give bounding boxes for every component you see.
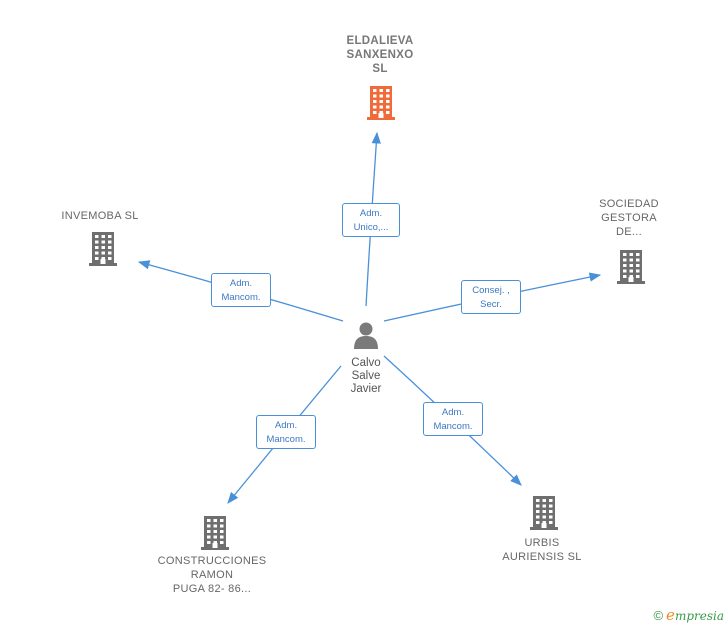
company-name-line: AURIENSIS SL <box>502 551 582 563</box>
company-name-line: SL <box>372 63 388 75</box>
role-line: Adm. <box>229 278 253 289</box>
role-line: Mancom. <box>266 434 306 445</box>
edge-label-eldalieva[interactable]: Adm. Unico,... <box>342 203 400 237</box>
company-name-line: ELDALIEVA <box>346 35 414 47</box>
role-line: Secr. <box>480 299 502 310</box>
edge-label-construcciones[interactable]: Adm. Mancom. <box>256 415 316 449</box>
building-icon[interactable] <box>615 248 647 289</box>
company-label-invemoba[interactable]: INVEMOBA SL <box>40 209 160 223</box>
role-line: Consej. , <box>472 285 510 296</box>
building-icon[interactable] <box>365 84 397 125</box>
company-label-construcciones[interactable]: CONSTRUCCIONES RAMON PUGA 82- 86... <box>142 554 282 596</box>
company-label-eldalieva[interactable]: ELDALIEVA SANXENXO SL <box>320 34 440 76</box>
person-name-line: Salve <box>351 370 381 382</box>
role-line: Unico,... <box>353 222 389 233</box>
person-name-line: Calvo <box>351 357 381 369</box>
company-name-line: INVEMOBA SL <box>61 210 139 222</box>
person-icon[interactable] <box>351 320 381 350</box>
role-line: Adm. <box>359 208 383 219</box>
edge-label-invemoba[interactable]: Adm. Mancom. <box>211 273 271 307</box>
role-line: Adm. <box>441 407 465 418</box>
company-label-urbis[interactable]: URBIS AURIENSIS SL <box>482 536 602 564</box>
brand-initial: e <box>666 606 675 624</box>
edge-label-urbis[interactable]: Adm. Mancom. <box>423 402 483 436</box>
role-line: Mancom. <box>221 292 261 303</box>
empresia-logo: empresia <box>666 606 724 624</box>
building-icon[interactable] <box>528 494 560 535</box>
role-line: Mancom. <box>433 421 473 432</box>
brand-rest: mpresia <box>674 609 724 623</box>
company-name-line: RAMON <box>190 569 234 581</box>
company-name-line: SANXENXO <box>346 49 414 61</box>
company-name-line: PUGA 82- 86... <box>172 583 252 595</box>
copyright-icon: © <box>653 608 664 623</box>
edge-label-sociedad[interactable]: Consej. , Secr. <box>461 280 521 314</box>
company-name-line: GESTORA <box>601 212 657 224</box>
empresia-footer[interactable]: ©empresia <box>653 606 724 624</box>
person-name-line: Javier <box>350 383 382 395</box>
company-name-line: DE... <box>616 226 642 238</box>
building-icon[interactable] <box>87 230 119 271</box>
company-name-line: CONSTRUCCIONES <box>157 555 267 567</box>
building-icon[interactable] <box>199 514 231 555</box>
center-person-name[interactable]: Calvo Salve Javier <box>326 357 406 396</box>
company-name-line: SOCIEDAD <box>599 198 659 210</box>
role-line: Adm. <box>274 420 298 431</box>
company-name-line: URBIS <box>524 537 560 549</box>
company-label-sociedad[interactable]: SOCIEDAD GESTORA DE... <box>569 197 689 239</box>
